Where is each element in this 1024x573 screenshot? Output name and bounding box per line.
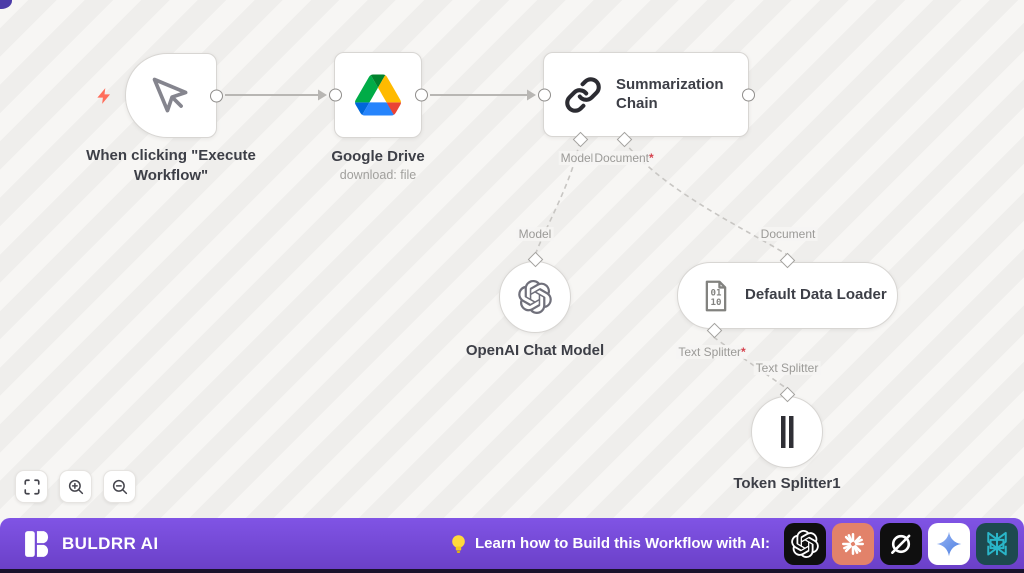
svg-text:10: 10 xyxy=(711,298,722,308)
node-label-chain: Summarization Chain xyxy=(616,75,724,112)
fit-view-icon xyxy=(23,478,40,495)
zoom-out-icon xyxy=(112,479,127,494)
port-loader-document[interactable] xyxy=(779,252,796,269)
port-output-trigger[interactable] xyxy=(209,89,223,102)
wire-label-loader-document: Document xyxy=(758,227,818,241)
trigger-bolt-icon xyxy=(97,87,111,104)
footer-message: Learn how to Build this Workflow with AI… xyxy=(475,535,770,552)
node-token-splitter[interactable] xyxy=(751,386,823,468)
node-label-openai: OpenAI Chat Model xyxy=(465,342,605,359)
workflow-canvas[interactable]: When clicking "Execute Workflow" Google … xyxy=(0,0,1024,518)
wire-arrow-gdrive xyxy=(318,89,327,101)
perplexity-tile[interactable] xyxy=(976,522,1018,565)
zoom-in-icon xyxy=(68,479,83,494)
window-corner-artifact xyxy=(0,0,12,9)
port-input-chain[interactable] xyxy=(537,88,551,101)
zoom-in-button[interactable] xyxy=(59,470,92,503)
node-label-loader: Default Data Loader xyxy=(745,286,887,304)
node-label-trigger: When clicking "Execute Workflow" xyxy=(86,147,256,185)
node-label-splitter: Token Splitter1 xyxy=(733,475,841,492)
wire-label-chain-document: Document* xyxy=(592,151,656,165)
node-openai-chat-model[interactable] xyxy=(499,251,571,333)
perplexity-icon xyxy=(987,531,1007,555)
port-chain-model[interactable] xyxy=(572,131,589,148)
grok-icon xyxy=(891,534,911,554)
wire-label-loader-text-splitter: Text Splitter* xyxy=(676,345,748,359)
port-splitter-text-splitter[interactable] xyxy=(779,386,795,403)
gemini-icon xyxy=(936,531,962,556)
fit-view-button[interactable] xyxy=(15,470,48,503)
chain-link-icon xyxy=(565,76,601,113)
mouse-pointer-icon xyxy=(152,77,188,112)
node-default-data-loader[interactable]: 01 10 Default Data Loader xyxy=(677,252,898,339)
node-subtitle-gdrive: download: file xyxy=(339,168,417,182)
binary-file-icon: 01 10 xyxy=(705,280,727,311)
wire-label-splitter-text-splitter: Text Splitter xyxy=(753,361,821,375)
openai-icon xyxy=(518,280,552,314)
port-loader-text-splitter[interactable] xyxy=(706,322,723,339)
wire-label-openai-model: Model xyxy=(516,227,554,241)
grok-tile[interactable] xyxy=(880,522,922,565)
openai-tile[interactable] xyxy=(784,522,826,565)
buldrr-logo-icon xyxy=(25,530,49,557)
footer-right: Learn how to Build this Workflow with AI… xyxy=(450,522,1018,565)
svg-text:01: 01 xyxy=(711,288,722,298)
port-output-chain[interactable] xyxy=(741,88,755,101)
node-google-drive[interactable] xyxy=(328,52,428,138)
footer-base-strip xyxy=(0,569,1024,573)
wire-arrow-chain xyxy=(527,89,536,101)
gemini-tile[interactable] xyxy=(928,522,970,565)
google-drive-icon xyxy=(355,74,401,116)
ai-provider-tiles xyxy=(784,522,1018,565)
brand: BULDRR AI xyxy=(24,530,158,558)
node-summarization-chain[interactable]: Summarization Chain xyxy=(537,52,755,148)
openai-icon xyxy=(791,529,819,558)
wire-label-chain-model: Model xyxy=(558,151,596,165)
claude-tile[interactable] xyxy=(832,522,874,565)
port-input-gdrive[interactable] xyxy=(328,88,342,102)
port-chain-document[interactable] xyxy=(616,131,633,148)
port-output-gdrive[interactable] xyxy=(414,88,428,102)
node-trigger-execute-workflow[interactable] xyxy=(97,53,223,138)
port-openai-model[interactable] xyxy=(527,251,543,268)
brand-name: BULDRR AI xyxy=(62,533,159,553)
claude-icon xyxy=(842,532,864,555)
footer-bar: BULDRR AI Learn how to Build this Workfl… xyxy=(0,518,1024,569)
canvas-controls xyxy=(15,470,136,503)
node-label-gdrive: Google Drive xyxy=(331,148,425,165)
token-splitter-icon xyxy=(781,416,794,448)
lightbulb-icon xyxy=(452,534,465,553)
zoom-out-button[interactable] xyxy=(103,470,136,503)
